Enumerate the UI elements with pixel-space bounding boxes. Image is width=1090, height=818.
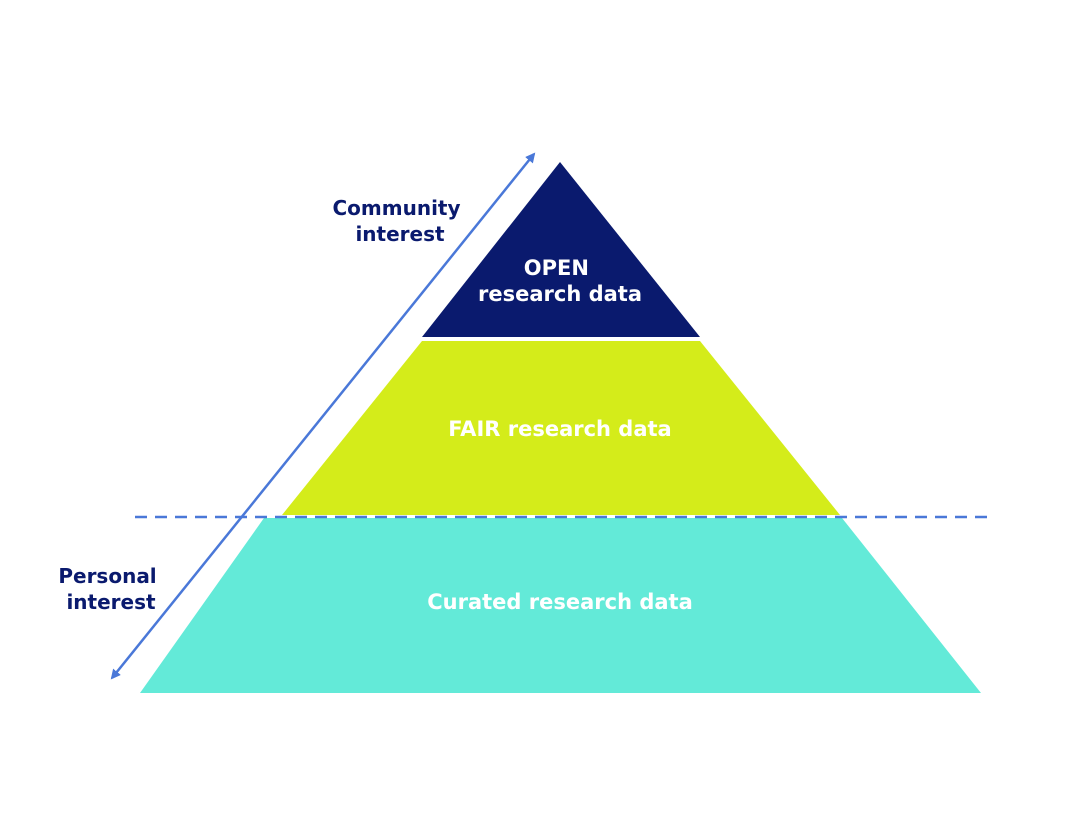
- personal-interest-label-line2: interest: [66, 590, 156, 614]
- community-interest-label-line1: Community: [333, 196, 461, 220]
- personal-interest-label: Personal interest: [58, 564, 163, 614]
- community-interest-label-line2: interest: [355, 222, 445, 246]
- tier-fair-label: FAIR research data: [448, 417, 671, 441]
- tier-open-label-line2: research data: [478, 282, 642, 306]
- tier-open-label-line1: OPEN: [524, 256, 589, 280]
- tier-open: [422, 162, 700, 337]
- tier-open-label: OPEN research data: [478, 256, 642, 306]
- interest-axis-arrow: [110, 152, 536, 680]
- tier-curated-label: Curated research data: [427, 590, 693, 614]
- community-interest-label: Community interest: [333, 196, 468, 246]
- personal-interest-label-line1: Personal: [58, 564, 156, 588]
